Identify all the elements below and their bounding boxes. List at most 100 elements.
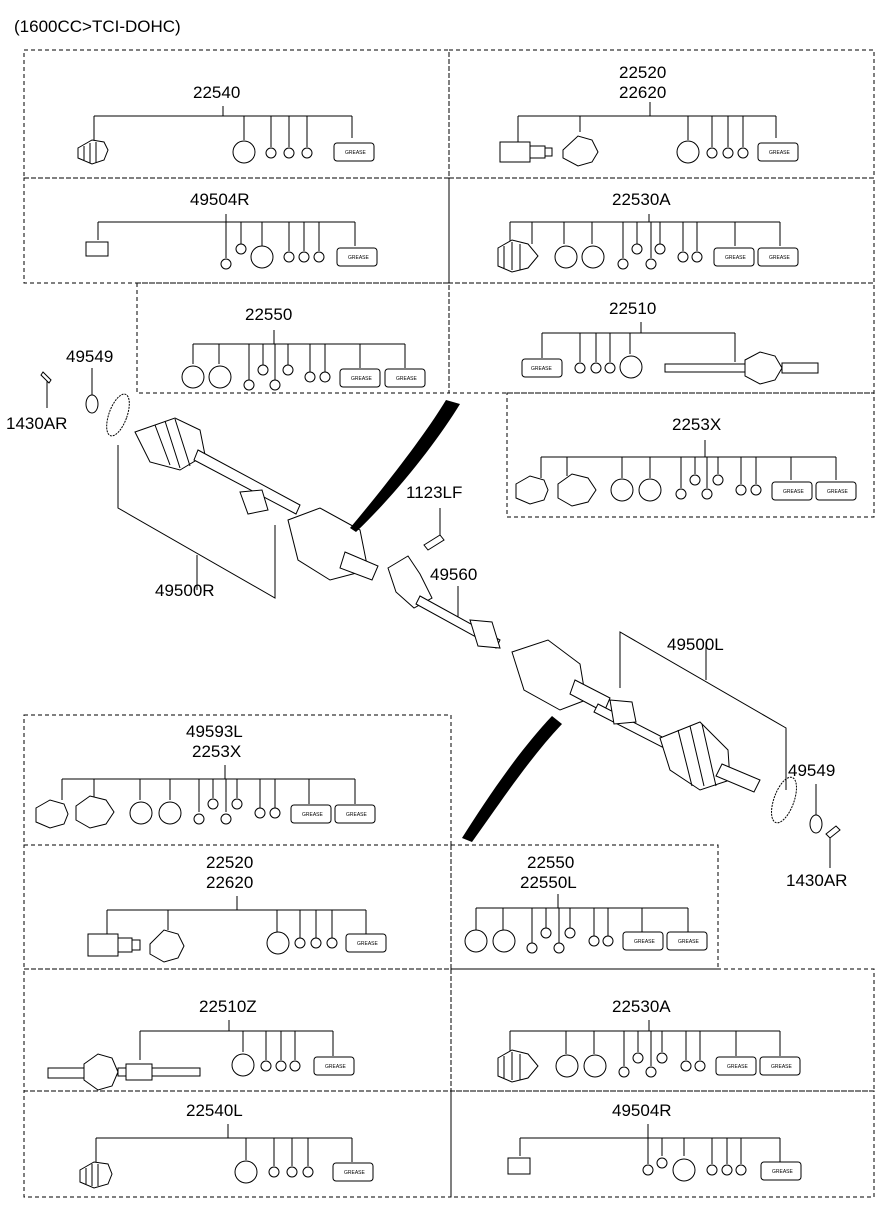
grease-tube: GREASE: [332, 1162, 374, 1182]
boot-clamp-large: [619, 355, 643, 379]
svg-text:GREASE: GREASE: [634, 939, 656, 945]
part-label-1430AR-left: 1430AR: [6, 414, 67, 433]
svg-text:GREASE: GREASE: [348, 255, 370, 261]
ring: [231, 798, 243, 810]
kit-label-2253X-b: 2253X: [192, 742, 241, 761]
ring: [656, 1052, 668, 1064]
kit-22550-top[interactable]: 22550 GREASE GREASE: [181, 305, 426, 391]
bolt-1430AR-right[interactable]: [825, 825, 841, 839]
boot-clamp-large: [583, 1054, 607, 1078]
svg-text:GREASE: GREASE: [725, 255, 747, 261]
cv-boot: [515, 475, 549, 505]
boot-clamp-large: [266, 931, 290, 955]
svg-text:GREASE: GREASE: [827, 489, 849, 495]
part-label-49560: 49560: [430, 565, 477, 584]
svg-text:GREASE: GREASE: [346, 812, 368, 818]
ring: [602, 935, 614, 947]
kit-label-22530A-b: 22530A: [612, 997, 671, 1016]
pointer-swoosh-upper: [350, 400, 460, 532]
ring: [750, 484, 762, 496]
outer-cv-joint: [87, 933, 141, 957]
boot-clamp-large: [581, 245, 605, 269]
shaft-right[interactable]: [193, 449, 301, 515]
ring: [304, 371, 316, 383]
kit-49504R-bottom[interactable]: 49504R GREASE: [507, 1101, 802, 1182]
engine-spec-title: (1600CC>TCI-DOHC): [14, 17, 181, 36]
svg-text:GREASE: GREASE: [727, 1064, 749, 1070]
intermediate-bearing[interactable]: [469, 619, 501, 649]
kit-label-22520: 22520: [619, 63, 666, 82]
grease-tube: GREASE: [384, 368, 426, 388]
tone-ring-left[interactable]: [102, 391, 134, 439]
part-label-49549-right: 49549: [788, 761, 835, 780]
top-kit-grid: [23, 49, 875, 518]
drive-shaft-assembly: 49549 1430AR 49500R 1123LF 49560: [6, 347, 847, 890]
boot-clamp-large: [555, 1054, 579, 1078]
ring: [193, 813, 205, 825]
outer-boot-right[interactable]: [134, 417, 206, 471]
kit-22540[interactable]: 22540 GREASE: [77, 83, 375, 165]
kit-22550-22550L[interactable]: 22550 22550L GREASE GREASE: [464, 853, 708, 954]
ring: [677, 251, 689, 263]
kit-label-2253X: 2253X: [672, 415, 721, 434]
ring: [694, 1060, 706, 1072]
ring: [301, 147, 313, 159]
boot-clamp-large: [464, 929, 488, 953]
svg-text:GREASE: GREASE: [351, 376, 373, 382]
spline-left[interactable]: [715, 763, 761, 793]
kit-22520-22620[interactable]: 22520 22620 GREASE: [499, 63, 799, 167]
kit-label-22530A: 22530A: [612, 190, 671, 209]
inner-joint-left[interactable]: [511, 639, 587, 711]
spline-end: [47, 1067, 85, 1079]
ring: [319, 371, 331, 383]
part-label-49549-left: 49549: [66, 347, 113, 366]
grease-tube: GREASE: [815, 481, 857, 501]
ring: [656, 1157, 668, 1169]
ring: [588, 935, 600, 947]
kit-22510Z[interactable]: 22510Z GREASE: [47, 997, 355, 1091]
bolt-1430AR-left[interactable]: [40, 371, 52, 384]
kit-22510[interactable]: 22510 GREASE: [521, 299, 819, 385]
ring: [283, 251, 295, 263]
washer-49549-right[interactable]: [809, 814, 823, 834]
spline-right[interactable]: [339, 551, 379, 581]
kit-22530A-bottom[interactable]: 22530A GREASE GREASE: [497, 997, 801, 1083]
ring: [526, 942, 538, 954]
kit-22530A-top[interactable]: 22530A GREASE GREASE: [497, 190, 799, 273]
kit-22520-22620-bottom[interactable]: 22520 22620 GREASE: [87, 853, 387, 963]
kit-label-49504R: 49504R: [190, 190, 250, 209]
part-label-49500R: 49500R: [155, 581, 215, 600]
kit-label-49504R-b: 49504R: [612, 1101, 672, 1120]
boot-clamp-large: [672, 1158, 696, 1182]
tripod-joint: [744, 351, 783, 385]
tone-ring-right[interactable]: [766, 774, 801, 826]
ring: [275, 1060, 287, 1072]
part-label-1123LF: 1123LF: [406, 483, 462, 502]
center-bearing-bracket[interactable]: [387, 555, 433, 609]
kit-49593L-2253X[interactable]: 49593L 2253X GREASE GREASE: [35, 722, 376, 829]
svg-text:GREASE: GREASE: [344, 1170, 366, 1176]
kit-2253X-top[interactable]: 2253X GREASE GREASE: [515, 415, 857, 507]
kit-22540L[interactable]: 22540L GREASE: [79, 1101, 374, 1189]
kit-label-22540: 22540: [193, 83, 240, 102]
washer-49549-left[interactable]: [85, 394, 99, 414]
grease-tube: GREASE: [666, 931, 708, 951]
outer-boot-left[interactable]: [659, 721, 731, 791]
kit-label-22550L: 22550L: [520, 873, 577, 892]
grease-tube: GREASE: [339, 368, 381, 388]
bolt-1123LF[interactable]: [423, 534, 445, 551]
outer-cv-joint: [499, 141, 553, 163]
grease-tube: GREASE: [757, 247, 799, 267]
ring: [269, 379, 281, 391]
damper-right[interactable]: [239, 489, 269, 515]
ring: [642, 1164, 654, 1176]
kit-label-22510: 22510: [609, 299, 656, 318]
grease-tube: GREASE: [290, 804, 332, 824]
ring: [564, 927, 576, 939]
kit-49504R-top[interactable]: 49504R GREASE: [85, 190, 378, 270]
boot-clamp-large: [232, 140, 256, 164]
damper-left[interactable]: [609, 699, 637, 725]
ring: [675, 488, 687, 500]
ring: [721, 1164, 733, 1176]
spline-end: [781, 362, 819, 374]
